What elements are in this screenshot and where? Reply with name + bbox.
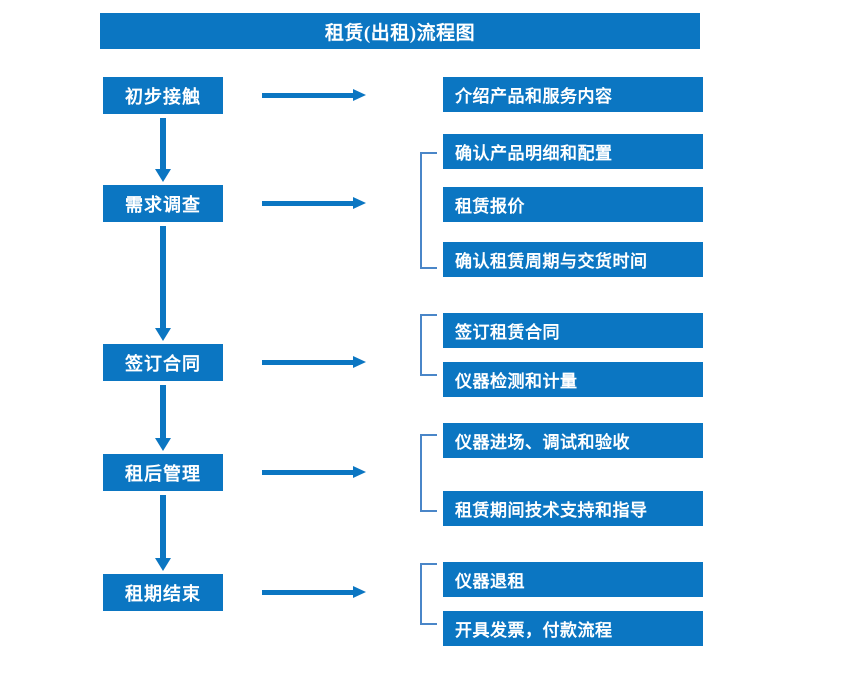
horizontal-arrow-stage1 bbox=[262, 87, 366, 105]
vertical-arrow-stage3-to-stage4 bbox=[155, 385, 171, 451]
detail-box-3[interactable]: 租赁报价 bbox=[443, 187, 703, 222]
detail-box-2[interactable]: 确认产品明细和配置 bbox=[443, 134, 703, 169]
horizontal-arrow-stage2 bbox=[262, 195, 366, 213]
stage-box-2[interactable]: 需求调查 bbox=[103, 185, 223, 222]
detail-box-8[interactable]: 租赁期间技术支持和指导 bbox=[443, 491, 703, 526]
arrow-shaft bbox=[160, 495, 166, 559]
detail-box-6[interactable]: 仪器检测和计量 bbox=[443, 362, 703, 397]
flowchart-title: 租赁(出租)流程图 bbox=[100, 13, 700, 49]
arrow-shaft bbox=[160, 226, 166, 329]
detail-box-5[interactable]: 签订租赁合同 bbox=[443, 313, 703, 348]
vertical-arrow-stage2-to-stage3 bbox=[155, 226, 171, 341]
arrow-head-down-icon bbox=[155, 558, 171, 571]
arrow-shaft bbox=[262, 590, 354, 595]
stage-box-5[interactable]: 租期结束 bbox=[103, 574, 223, 611]
arrow-head-right-icon bbox=[353, 466, 366, 478]
vertical-arrow-stage1-to-stage2 bbox=[155, 118, 171, 182]
horizontal-arrow-stage3 bbox=[262, 354, 366, 372]
detail-box-7[interactable]: 仪器进场、调试和验收 bbox=[443, 423, 703, 458]
detail-box-1[interactable]: 介绍产品和服务内容 bbox=[443, 77, 703, 112]
arrow-shaft bbox=[262, 470, 354, 475]
arrow-head-down-icon bbox=[155, 438, 171, 451]
stage-box-4[interactable]: 租后管理 bbox=[103, 454, 223, 491]
horizontal-arrow-stage5 bbox=[262, 584, 366, 602]
arrow-shaft bbox=[160, 118, 166, 170]
arrow-shaft bbox=[262, 201, 354, 206]
arrow-head-right-icon bbox=[353, 356, 366, 368]
arrow-head-right-icon bbox=[353, 586, 366, 598]
detail-box-10[interactable]: 开具发票，付款流程 bbox=[443, 611, 703, 646]
stage-box-1[interactable]: 初步接触 bbox=[103, 77, 223, 114]
arrow-shaft bbox=[262, 93, 354, 98]
vertical-arrow-stage4-to-stage5 bbox=[155, 495, 171, 571]
group-bracket-stage2 bbox=[420, 152, 437, 269]
group-bracket-stage5 bbox=[420, 563, 437, 625]
group-bracket-stage3 bbox=[420, 314, 437, 376]
arrow-head-right-icon bbox=[353, 197, 366, 209]
stage-box-3[interactable]: 签订合同 bbox=[103, 344, 223, 381]
arrow-shaft bbox=[160, 385, 166, 439]
arrow-head-down-icon bbox=[155, 169, 171, 182]
arrow-head-down-icon bbox=[155, 328, 171, 341]
horizontal-arrow-stage4 bbox=[262, 464, 366, 482]
detail-box-9[interactable]: 仪器退租 bbox=[443, 562, 703, 597]
group-bracket-stage4 bbox=[420, 434, 437, 512]
arrow-shaft bbox=[262, 360, 354, 365]
detail-box-4[interactable]: 确认租赁周期与交货时间 bbox=[443, 242, 703, 277]
arrow-head-right-icon bbox=[353, 89, 366, 101]
